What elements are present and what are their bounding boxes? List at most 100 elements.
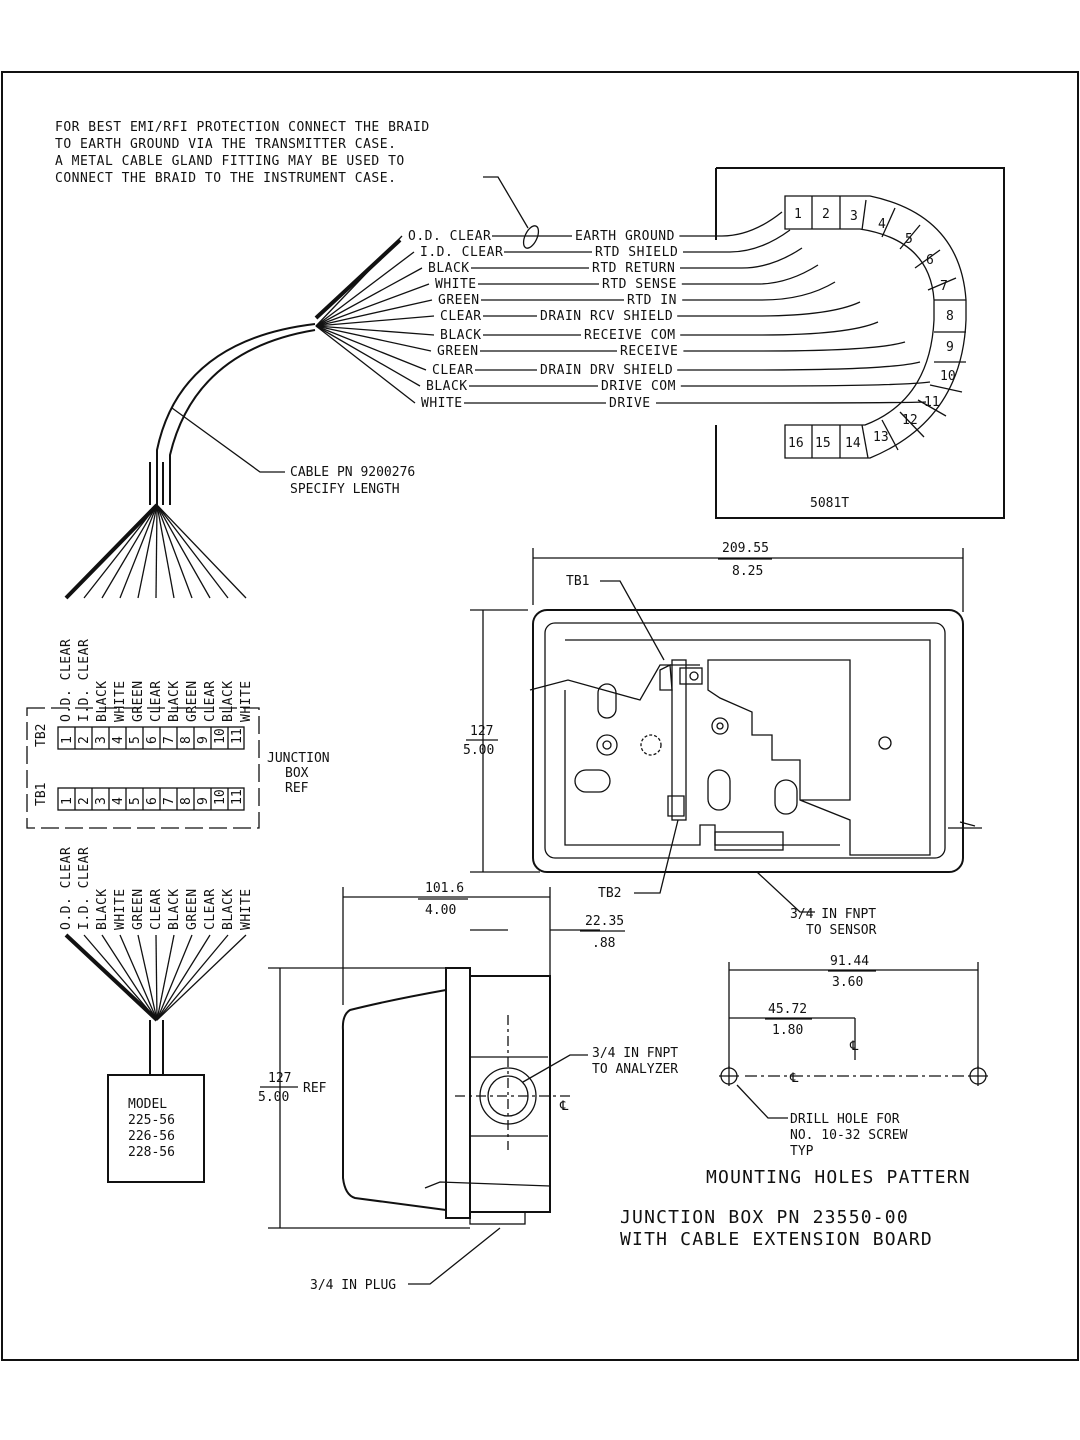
wire-strand [315,325,416,404]
wire-color-label: CLEAR [440,309,482,324]
centerline-mount-1: ℄ [849,1039,859,1054]
fan-bottom-strand [156,934,211,1021]
junction-box-side-view [341,967,570,1225]
hole-mm: 91.44 [830,954,869,969]
term-5: 5 [905,232,913,247]
junction-bottom-label: CLEAR [203,888,218,930]
model-box [107,1074,205,1183]
fan-bottom-strand [156,934,229,1021]
tb-terminal-number: 10 [213,728,228,744]
wire-signal-label: RTD IN [627,293,677,308]
centerline-mount-2: ℄ [789,1071,799,1086]
cable-end [149,462,164,505]
tb1-callout: TB1 [566,574,589,589]
side-height-ref: REF [303,1081,327,1096]
junction-top-label: O.D. CLEAR [59,639,74,722]
junction-top-label: CLEAR [149,680,164,722]
wire-strand [315,299,433,327]
wire-signal-label: DRAIN RCV SHIELD [540,309,673,324]
emi-note-line-3: A METAL CABLE GLAND FITTING MAY BE USED … [55,154,405,169]
page-border [1,71,1079,1361]
tb-terminal-number: 5 [128,797,143,805]
junction-bottom-label: O.D. CLEAR [59,847,74,930]
wire-to-terminal [680,321,879,336]
terminal-numbers-5081t: 1 2 3 4 5 6 7 8 9 10 11 12 13 14 15 16 [788,207,956,451]
tb-outline [57,726,245,750]
fan-top-strand [156,504,211,599]
wire-to-terminal [683,229,791,253]
wire-strand [315,325,432,352]
junction-top-label: GREEN [131,680,146,722]
hole-in: 3.60 [832,975,863,990]
transmitter-5081t-outline [715,167,1005,519]
mounting-holes-pattern [719,962,988,1086]
junction-top-label: I.D. CLEAR [77,639,92,722]
tb-terminal-number: 3 [94,797,109,805]
width-mm: 209.55 [722,541,769,556]
tb-terminal-number: 6 [145,736,160,744]
offset-in: .88 [592,936,615,951]
title-line-1: JUNCTION BOX PN 23550-00 [620,1207,909,1228]
junction-top-label: GREEN [185,680,200,722]
tb-outline [57,787,245,811]
tb-terminal-number: 11 [230,789,245,805]
term-11: 11 [924,395,940,410]
term-1: 1 [794,207,802,222]
sensor-leader [756,871,815,913]
wire-signal-label: DRIVE [609,396,651,411]
term-9: 9 [946,340,954,355]
offset-mm: 22.35 [585,914,624,929]
height-in: 5.00 [463,743,494,758]
junction-box-ref-outline [26,707,260,829]
junction-ref-2: BOX [285,766,309,781]
width-dim-lines [532,548,964,612]
term-4: 4 [878,217,886,232]
junction-ref-3: REF [285,781,309,796]
emi-note-line-4: CONNECT THE BRAID TO THE INSTRUMENT CASE… [55,171,396,186]
junction-bottom-label: BLACK [95,888,110,930]
wire-signal-label: RTD SENSE [602,277,677,292]
wire-signal-label: DRIVE COM [601,379,676,394]
tb-terminal-number: 8 [179,736,194,744]
junction-bottom-label: WHITE [239,888,254,930]
fan-top-strand [64,503,159,600]
wire-strand [315,251,415,327]
emi-note-line-1: FOR BEST EMI/RFI PROTECTION CONNECT THE … [55,120,430,135]
braid-marker [522,225,540,249]
fan-bottom [64,933,247,1022]
fan-bottom-strand [83,934,158,1021]
wire-color-label: O.D. CLEAR [408,229,491,244]
fan-bottom-strand [101,934,158,1021]
fan-bottom-strand [156,934,193,1021]
fan-top-strand [156,504,229,599]
height-mm: 127 [470,724,493,739]
cable-leader [171,407,285,473]
wire-color-label: I.D. CLEAR [420,245,503,260]
term-15: 15 [815,436,831,451]
wire-to-terminal [681,264,819,285]
wire-to-terminal [682,281,836,301]
tb-terminal-number: 7 [162,797,177,805]
model-1: 225-56 [128,1113,175,1128]
model-3: 228-56 [128,1145,175,1160]
half-in: 1.80 [772,1023,803,1038]
term-3: 3 [850,209,858,224]
junction-bottom-label: WHITE [113,888,128,930]
term-16: 16 [788,436,804,451]
emi-note-leader [483,176,529,229]
junction-bottom-label: I.D. CLEAR [77,847,92,930]
mounting-title: MOUNTING HOLES PATTERN [706,1167,971,1188]
tb-terminal-number: 9 [196,736,211,744]
tb2-callout: TB2 [598,886,621,901]
wire-color-label: GREEN [438,293,480,308]
wire-signal-label: DRAIN DRV SHIELD [540,363,673,378]
tb2-callout-leader [634,819,679,894]
braid-strand [314,238,402,320]
wire-to-terminal [677,301,861,317]
side-height-in: 5.00 [258,1090,289,1105]
term-7: 7 [940,279,948,294]
